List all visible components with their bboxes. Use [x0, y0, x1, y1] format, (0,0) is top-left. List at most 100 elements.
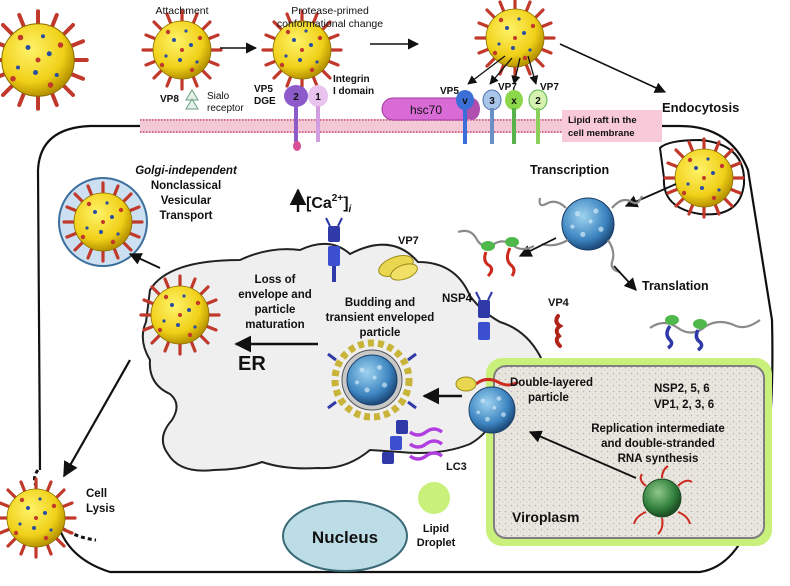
rotavirus-particle-large — [0, 9, 89, 111]
label-lipid-raft-2: cell membrane — [568, 128, 635, 139]
arrow-to-x — [511, 57, 521, 85]
label-integrin-2: 2 — [293, 92, 299, 103]
label-cell: Cell — [86, 488, 107, 500]
nsp4-protein-mid — [475, 291, 493, 340]
label-viroplasm: Viroplasm — [512, 509, 579, 525]
arrow-to-translation-right — [613, 265, 637, 291]
label-replication-3: RNA synthesis — [618, 453, 699, 465]
label-budding-3: particle — [360, 327, 401, 339]
label-vp5-right: VP5 — [440, 86, 459, 97]
label-transport: Transport — [159, 210, 212, 222]
label-hsc70: hsc70 — [410, 103, 442, 117]
label-double-layered-1: Double-layered — [510, 377, 593, 389]
label-vp7-er: VP7 — [398, 235, 419, 247]
calcium-increase: [Ca2+]i — [289, 188, 352, 215]
label-translation: Translation — [642, 279, 709, 293]
label-er: ER — [238, 353, 266, 375]
integrin-x-receptor — [505, 90, 523, 144]
arrow-replication — [528, 430, 637, 479]
label-i-domain: I domain — [333, 86, 374, 97]
label-loss-2: envelope and — [238, 289, 312, 301]
rotavirus-particle-vesicle — [62, 181, 144, 263]
label-lysis: Lysis — [86, 503, 115, 515]
replication-intermediate — [633, 465, 693, 535]
integrin-2-receptor — [528, 89, 548, 144]
integrin-v-receptor — [456, 90, 474, 144]
label-endocytosis: Endocytosis — [662, 100, 739, 115]
hsc70-protein — [381, 97, 480, 121]
label-calcium: [Ca2+]i — [306, 193, 352, 215]
rotavirus-particle-released — [0, 477, 77, 559]
lipid-droplet — [418, 482, 450, 514]
translation-left — [457, 229, 535, 278]
label-budding-1: Budding and — [345, 297, 415, 309]
label-receptor-2: 2 — [535, 96, 541, 107]
label-droplet: Droplet — [417, 537, 456, 549]
label-dge: DGE — [254, 96, 276, 107]
label-lipid: Lipid — [423, 523, 449, 535]
integrin-3-receptor — [482, 89, 502, 144]
label-loss-4: maturation — [245, 319, 304, 331]
double-layered-particle — [455, 376, 519, 434]
label-vp7-b: VP7 — [540, 82, 559, 93]
label-integrin-1: 1 — [315, 92, 321, 103]
nsp4-protein-bottom — [382, 420, 408, 464]
label-transcription: Transcription — [530, 163, 609, 177]
label-vp4: VP4 — [548, 297, 570, 309]
rotavirus-particle-attachment — [141, 9, 223, 91]
transcribing-core — [561, 197, 615, 251]
label-receptor-3: 3 — [489, 96, 495, 107]
endosome-membrane — [658, 138, 746, 216]
label-protease-primed: Protease-primed — [291, 5, 369, 17]
label-nucleus: Nucleus — [312, 528, 378, 547]
label-vp5-left: VP5 — [254, 84, 273, 95]
cell-membrane-outline — [36, 124, 774, 574]
rotavirus-particle-endocytosed — [663, 137, 745, 219]
nsp4-protein-top — [325, 217, 343, 282]
label-nsp4: NSP4 — [442, 293, 473, 305]
vp7-trimer — [378, 255, 418, 281]
arrow-to-cell-lysis — [63, 359, 131, 478]
label-receptor-x: x — [511, 96, 517, 107]
label-sialo: Sialo — [207, 91, 230, 102]
label-integrin: Integrin — [333, 74, 370, 85]
label-golgi-independent: Golgi-independent — [135, 165, 238, 177]
viroplasm-body — [493, 365, 765, 539]
integrin-receptor — [284, 85, 328, 151]
label-loss-3: particle — [255, 304, 296, 316]
lc3-protein — [408, 427, 444, 461]
label-vp-list: VP1, 2, 3, 6 — [654, 399, 714, 411]
arrow-to-3 — [489, 57, 513, 85]
label-lipid-raft-1: Lipid raft in the — [568, 115, 637, 126]
label-nsp-list: NSP2, 5, 6 — [654, 383, 710, 395]
vp4-protein — [554, 314, 564, 348]
lipid-raft-box — [562, 110, 662, 142]
nucleus — [282, 500, 408, 572]
label-vp7-a: VP7 — [498, 82, 517, 93]
label-replication-2: and double-stranded — [601, 438, 715, 450]
rotavirus-particle-receptor — [474, 0, 556, 79]
label-conformational-change: conformational change — [277, 18, 383, 30]
arrow-to-vesicle — [128, 253, 161, 269]
sialo-receptor-icon-2 — [185, 98, 199, 110]
enveloped-particle — [327, 339, 417, 421]
arrow-to-translation-left — [518, 237, 557, 257]
label-lc3: LC3 — [446, 461, 467, 473]
arrow-to-endocytosis — [559, 43, 667, 93]
arrow-to-v — [467, 55, 506, 85]
label-loss-1: Loss of — [255, 274, 296, 286]
label-attachment: Attachment — [155, 5, 208, 17]
label-vesicular: Vesicular — [161, 195, 212, 207]
label-budding-2: transient enveloped — [326, 312, 435, 324]
label-receptor-v: v — [462, 96, 468, 107]
label-double-layered-2: particle — [528, 392, 569, 404]
label-replication-1: Replication intermediate — [591, 423, 725, 435]
arrow-to-2 — [527, 55, 539, 85]
translation-right — [649, 315, 761, 352]
label-receptor: receptor — [207, 103, 244, 114]
label-nonclassical: Nonclassical — [151, 180, 221, 192]
label-vp8: VP8 — [160, 94, 179, 105]
rotavirus-particle-mature — [139, 274, 221, 356]
